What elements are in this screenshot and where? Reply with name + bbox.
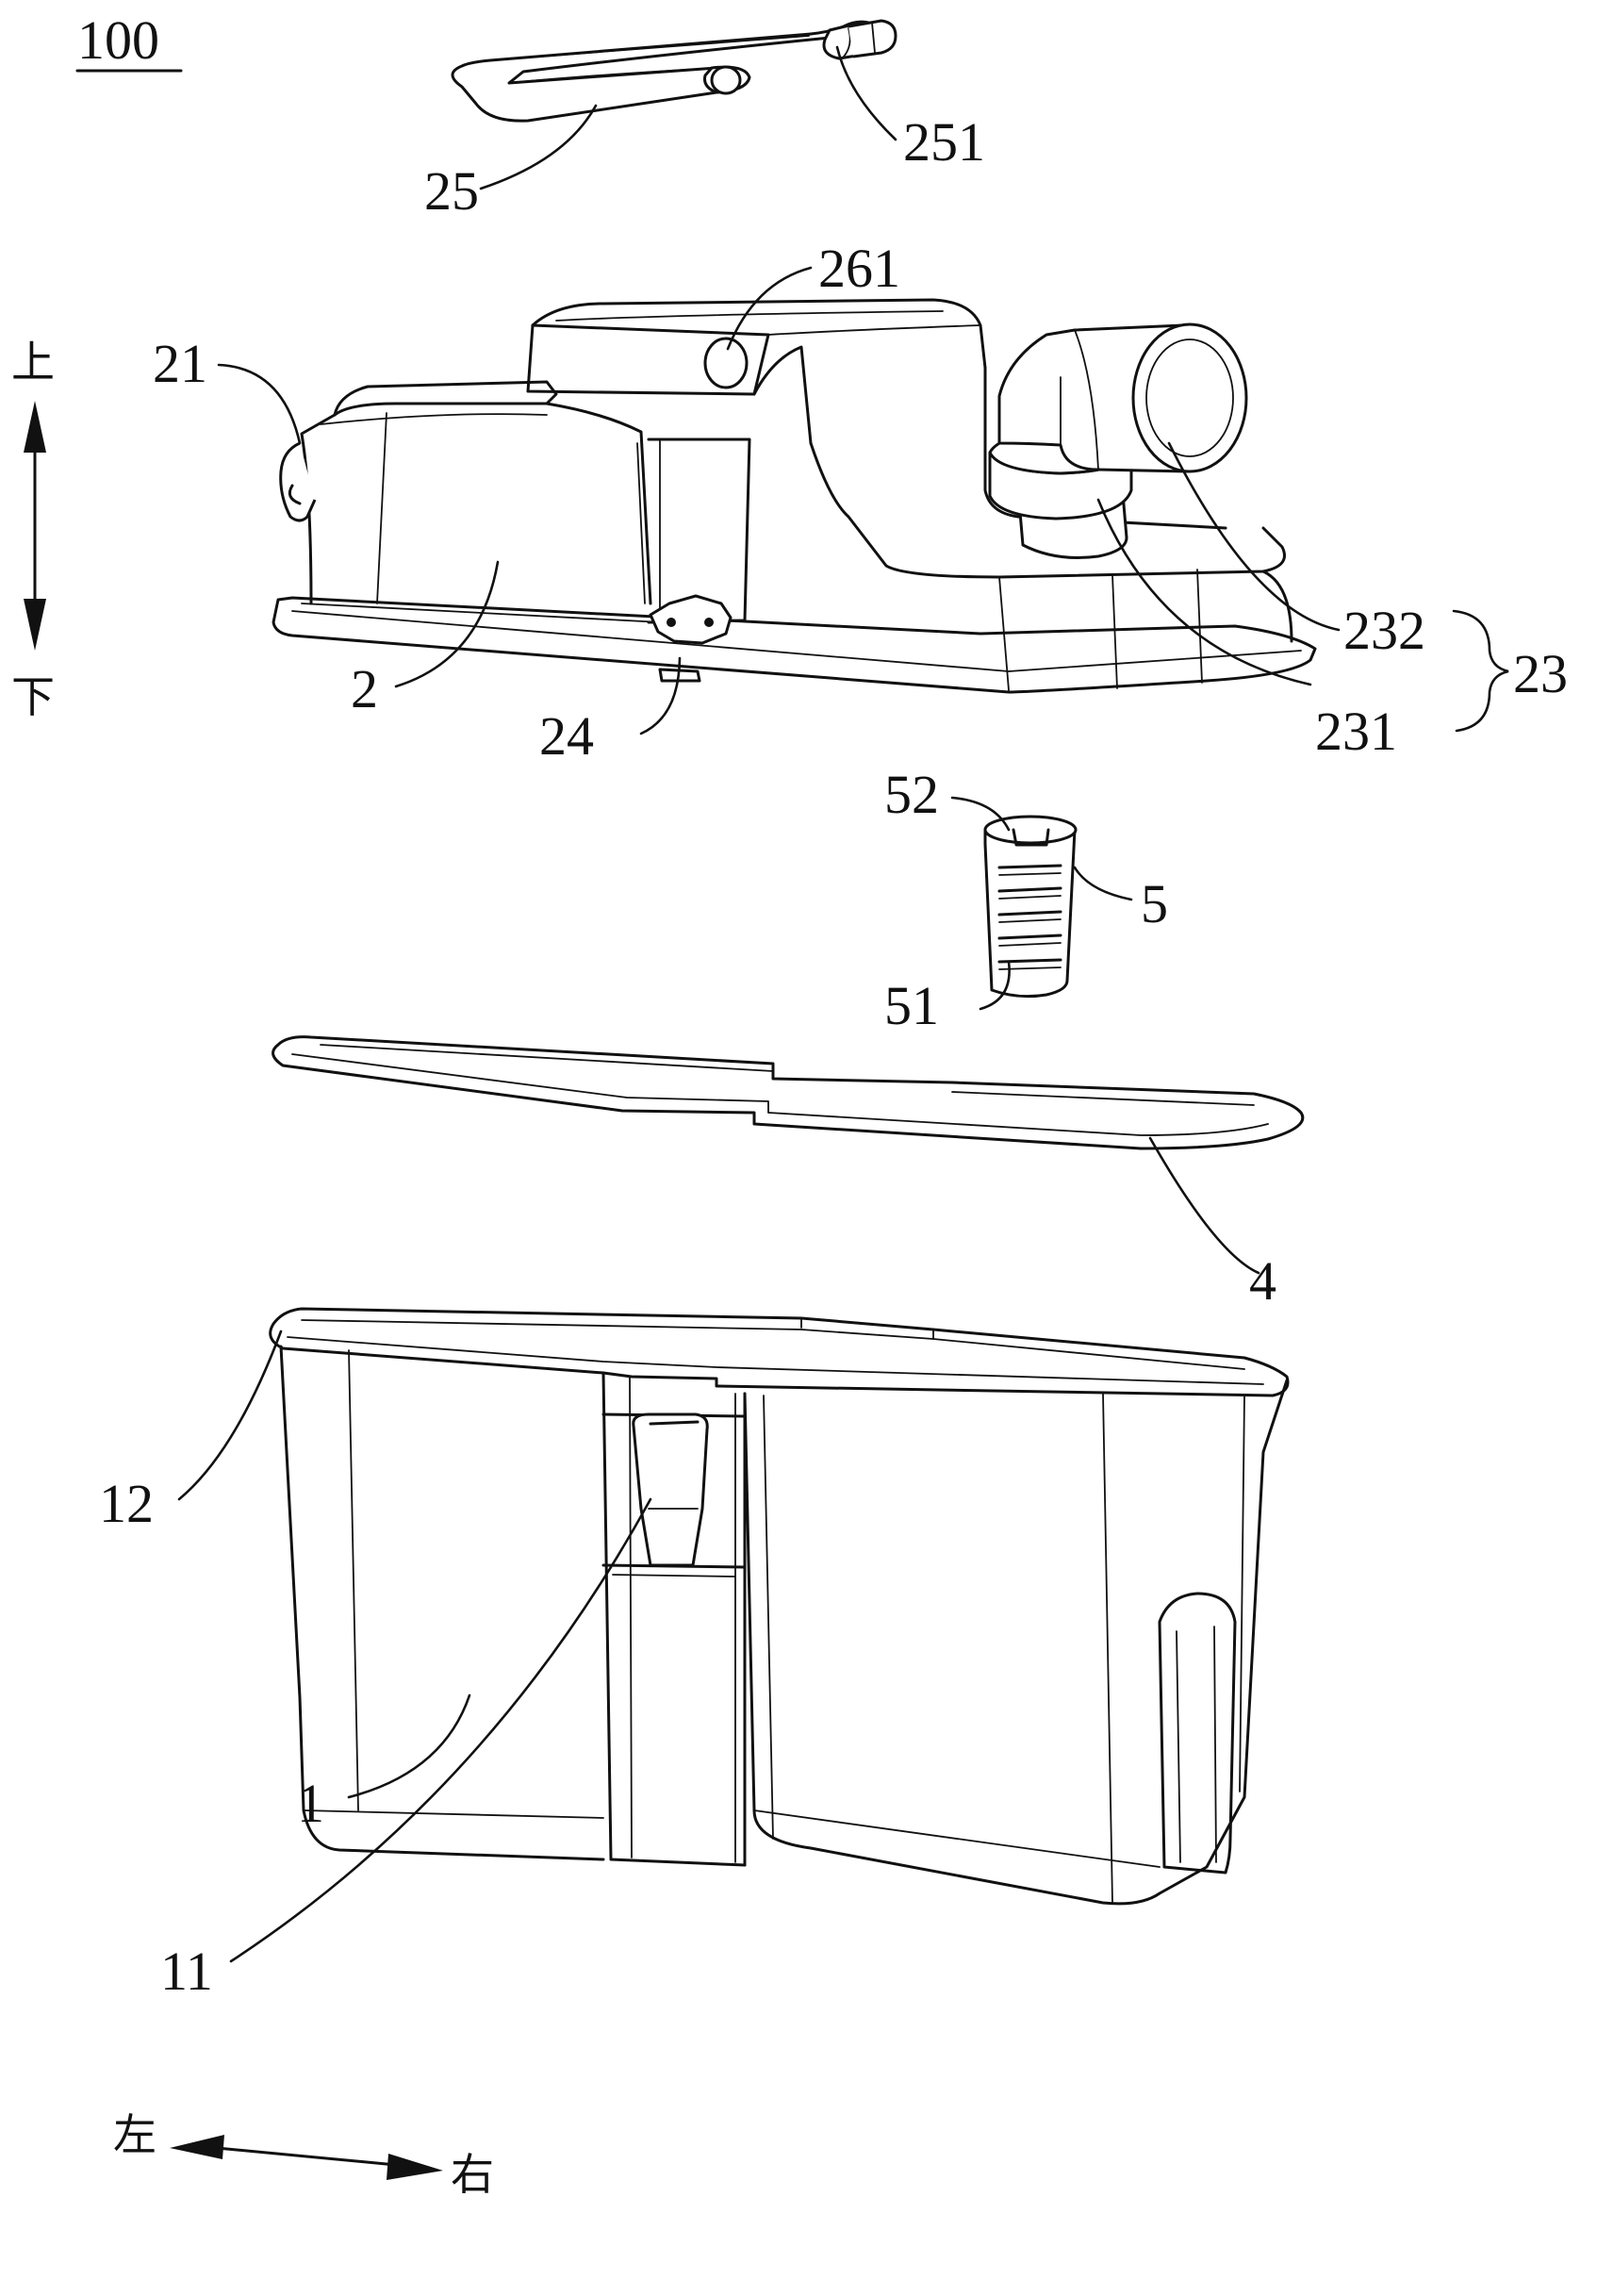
label-21: 21 xyxy=(153,333,207,394)
label-51: 51 xyxy=(884,975,939,1036)
label-11: 11 xyxy=(160,1941,213,2002)
arrow-right-icon xyxy=(387,2154,443,2180)
reference-labels: 25 251 261 21 2 24 232 231 23 52 5 51 4 … xyxy=(99,111,1568,2002)
leader-232 xyxy=(1167,441,1341,632)
leader-2 xyxy=(394,560,500,688)
direction-right: 右 xyxy=(451,2149,494,2200)
label-5: 5 xyxy=(1141,873,1168,934)
label-12: 12 xyxy=(99,1473,154,1534)
direction-left: 左 xyxy=(113,2109,156,2160)
label-25: 25 xyxy=(424,160,479,222)
filter-part xyxy=(983,815,1078,999)
vertical-direction-indicator: 上 下 xyxy=(11,337,55,722)
leader-21 xyxy=(217,363,302,445)
figure-ref: 100 xyxy=(77,9,159,71)
leader-25 xyxy=(479,104,598,190)
gasket-part xyxy=(272,1035,1305,1150)
direction-up: 上 xyxy=(11,337,55,388)
label-4: 4 xyxy=(1249,1250,1276,1312)
leader-12 xyxy=(177,1330,283,1501)
label-52: 52 xyxy=(884,764,939,825)
label-231: 231 xyxy=(1315,701,1397,762)
horizontal-direction-indicator: 左 右 xyxy=(113,2109,494,2200)
direction-down: 下 xyxy=(11,671,55,722)
leader-4 xyxy=(1148,1136,1260,1275)
figure-ref-group: 100 xyxy=(75,9,183,73)
leader-251 xyxy=(835,45,897,141)
label-1: 1 xyxy=(297,1773,324,1834)
label-23: 23 xyxy=(1513,643,1568,704)
arrow-down-icon xyxy=(24,599,46,651)
horizontal-axis-line xyxy=(215,2146,398,2167)
hinge-screw-right xyxy=(704,618,714,627)
label-24: 24 xyxy=(539,705,594,767)
leader-1 xyxy=(347,1693,471,1799)
leader-52 xyxy=(950,796,1011,832)
label-232: 232 xyxy=(1343,600,1425,661)
lid-part xyxy=(272,298,1317,694)
label-251: 251 xyxy=(903,111,985,173)
hinge-screw-left xyxy=(667,618,676,627)
leader-lines xyxy=(177,45,1341,1963)
leader-51 xyxy=(979,960,1011,1011)
tank-body-part xyxy=(269,1307,1290,1906)
label-261: 261 xyxy=(818,238,900,299)
leader-24 xyxy=(639,656,682,735)
label-2: 2 xyxy=(351,658,378,719)
leader-11 xyxy=(229,1497,652,1963)
arrow-left-icon xyxy=(170,2135,224,2159)
leader-261 xyxy=(726,266,813,351)
leader-5 xyxy=(1073,866,1133,901)
handle-part xyxy=(451,19,897,123)
leader-231 xyxy=(1096,498,1312,686)
bracket-23 xyxy=(1452,609,1509,733)
arrow-up-icon xyxy=(24,401,46,453)
